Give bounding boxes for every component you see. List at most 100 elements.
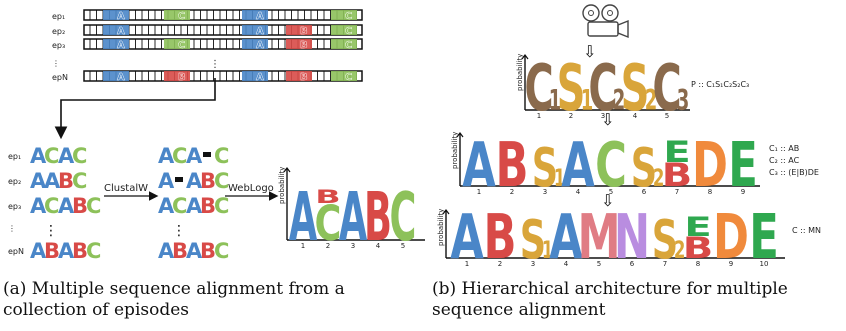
svg-text:N: N bbox=[614, 201, 650, 273]
svg-text:E: E bbox=[663, 135, 690, 169]
logo-letter: S2 bbox=[652, 209, 686, 271]
logo-letter: C bbox=[595, 129, 627, 201]
sequence-letter: C bbox=[214, 144, 229, 168]
axis-ylabel: probability bbox=[516, 54, 524, 91]
episode-mark bbox=[164, 10, 190, 20]
logo-letter: C bbox=[390, 178, 417, 256]
svg-text:1: 1 bbox=[581, 84, 594, 118]
tick-label: 6 bbox=[630, 260, 635, 268]
episode-label: ⋮ bbox=[52, 59, 60, 68]
episode-label: epN bbox=[52, 73, 68, 82]
logo-letter: C bbox=[315, 196, 342, 252]
episode-mark bbox=[242, 71, 268, 81]
rule-c: C :: MN bbox=[792, 226, 821, 235]
tick-label: 4 bbox=[564, 260, 569, 268]
svg-text:B: B bbox=[495, 129, 528, 201]
sequence-letter: A bbox=[186, 144, 203, 168]
episode-mark bbox=[331, 25, 357, 35]
svg-text:B: B bbox=[364, 178, 392, 256]
sequence-letter: B bbox=[72, 239, 88, 263]
episode-mark bbox=[103, 39, 129, 49]
tick-label: 5 bbox=[609, 188, 613, 196]
sequence-letter: A bbox=[30, 144, 47, 168]
sequence-letter: C bbox=[214, 169, 229, 193]
svg-text:2: 2 bbox=[645, 84, 658, 118]
episode-mark bbox=[103, 71, 129, 81]
tick-label: 10 bbox=[760, 260, 769, 268]
episode-mark-letter: B bbox=[300, 26, 308, 37]
sequence-ellipsis: ⋮ bbox=[172, 223, 186, 239]
logo-letter: B bbox=[315, 186, 340, 207]
episode-mark bbox=[286, 25, 312, 35]
logo-letter: A bbox=[549, 201, 583, 273]
episode-mark bbox=[331, 10, 357, 20]
down-arrow-icon: ⇩ bbox=[583, 42, 596, 61]
svg-text:1: 1 bbox=[554, 164, 565, 192]
svg-text:C: C bbox=[390, 178, 417, 256]
svg-text:M: M bbox=[577, 201, 620, 273]
logo-letter: B bbox=[662, 156, 692, 194]
svg-text:E: E bbox=[728, 129, 758, 201]
sequence-letter: A bbox=[30, 169, 47, 193]
svg-text:1: 1 bbox=[549, 84, 562, 118]
sequence-row: ⋮ bbox=[172, 223, 186, 239]
svg-text:A: A bbox=[549, 201, 583, 273]
svg-text:B: B bbox=[683, 231, 713, 265]
weblogo-label: WebLogo bbox=[228, 183, 274, 194]
svg-text:B: B bbox=[315, 186, 340, 207]
tick-label: 3 bbox=[351, 242, 355, 250]
svg-text:E: E bbox=[749, 201, 779, 273]
tick-label: 3 bbox=[601, 112, 605, 120]
tick-label: 5 bbox=[665, 112, 669, 120]
tick-label: 2 bbox=[510, 188, 514, 196]
tick-label: 3 bbox=[543, 188, 547, 196]
episode-mark-letter: B bbox=[300, 40, 308, 51]
logo-letter: S1 bbox=[520, 209, 554, 271]
episode-mark-letter: C bbox=[178, 40, 185, 51]
sequence-letter: B bbox=[58, 169, 74, 193]
episode-mark bbox=[286, 71, 312, 81]
tick-label: 2 bbox=[498, 260, 502, 268]
episode-mark-letter: A bbox=[256, 26, 264, 37]
episode-mark bbox=[242, 39, 268, 49]
rule-p: P :: C₁S₁C₂S₂C₃ bbox=[691, 80, 749, 89]
logo-letter: E bbox=[749, 201, 779, 273]
sequence-letter: C bbox=[172, 194, 187, 218]
logo-letter: A bbox=[339, 178, 368, 256]
sequence-episode-label: ep₃ bbox=[8, 202, 21, 211]
tick-label: 1 bbox=[465, 260, 469, 268]
sequence-letter: A bbox=[30, 239, 47, 263]
logo-letter: S2 bbox=[631, 137, 665, 199]
down-arrow-icon: ⇩ bbox=[601, 110, 614, 129]
tick-label: 5 bbox=[401, 242, 405, 250]
sequence-letter: C bbox=[44, 194, 59, 218]
episode-label: ep₁ bbox=[52, 12, 65, 21]
gap-mark bbox=[175, 177, 183, 182]
logo-letter: C3 bbox=[652, 50, 689, 126]
rule-c3: C₃ :: (E|B)DE bbox=[769, 168, 819, 177]
logo-letter: E bbox=[663, 135, 690, 169]
video-camera-icon bbox=[582, 4, 629, 39]
svg-text:A: A bbox=[561, 129, 595, 201]
episode-mark-letter: B bbox=[300, 72, 308, 83]
svg-text:2: 2 bbox=[613, 84, 626, 118]
sequence-letter: B bbox=[200, 194, 216, 218]
logo-letter: A bbox=[462, 129, 496, 201]
logo-letter: B bbox=[364, 178, 392, 256]
episode-mark bbox=[242, 25, 268, 35]
svg-text:B: B bbox=[662, 156, 692, 194]
episode-label: ep₃ bbox=[52, 41, 65, 50]
tick-label: 7 bbox=[663, 260, 667, 268]
episode-label: ep₂ bbox=[52, 27, 65, 36]
episode-mark bbox=[103, 25, 129, 35]
svg-text:S: S bbox=[532, 137, 558, 199]
sequence-letter: C bbox=[44, 144, 59, 168]
